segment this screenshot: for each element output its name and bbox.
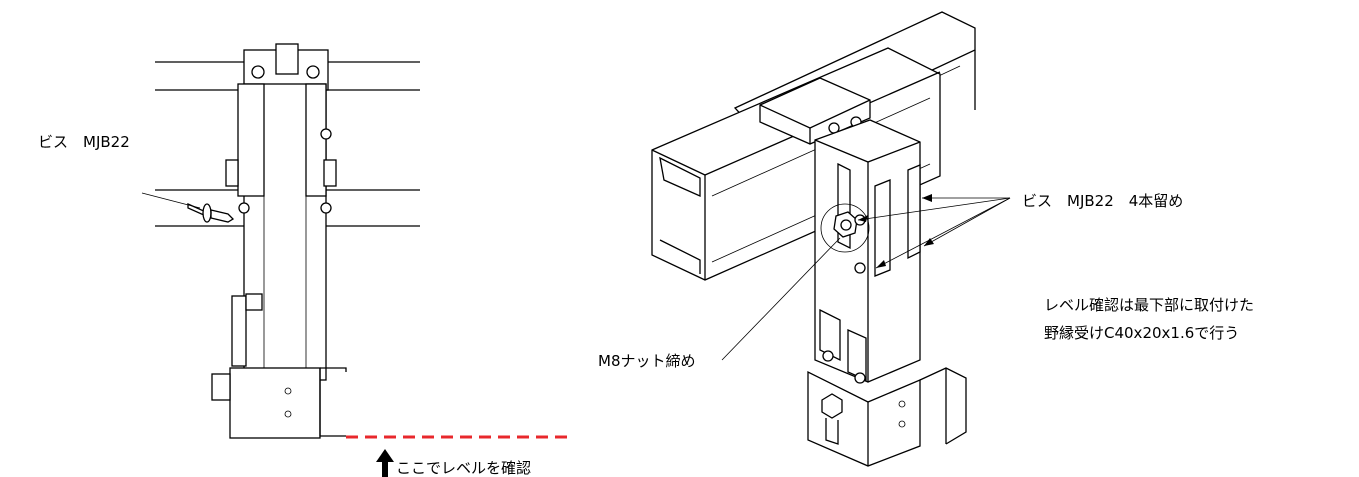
left-screw [141,192,235,223]
right-vertical-member [814,119,921,383]
level-check-label: ここでレベルを確認 [396,459,531,477]
right-bottom-bracket [807,367,967,467]
right-top-clip [759,77,871,145]
right-screw-label: ビス MJB22 4本留め [1022,192,1183,210]
left-elevation-view: ビス MJB22 ここでレベルを確認 [38,43,570,477]
right-m8-nut [820,203,870,253]
right-isometric-view: ビス MJB22 4本留め M8ナット締め レベル確認は最下部に取付けた 野縁受… [598,11,1254,467]
right-screws [822,214,866,384]
left-bolts [225,128,337,214]
nut-leader-line [721,237,841,361]
left-screw-label: ビス MJB22 [38,133,130,151]
nut-label: M8ナット締め [598,352,696,370]
level-note-line-1: レベル確認は最下部に取付けた [1044,296,1254,314]
left-bottom-bracket [211,367,347,439]
up-arrow-icon [376,449,394,477]
left-vertical-member [231,83,327,381]
level-note-line-2: 野縁受けC40x20x1.6で行う [1044,324,1239,342]
screw-leader-lines [857,194,1011,269]
left-top-clip [243,43,329,91]
